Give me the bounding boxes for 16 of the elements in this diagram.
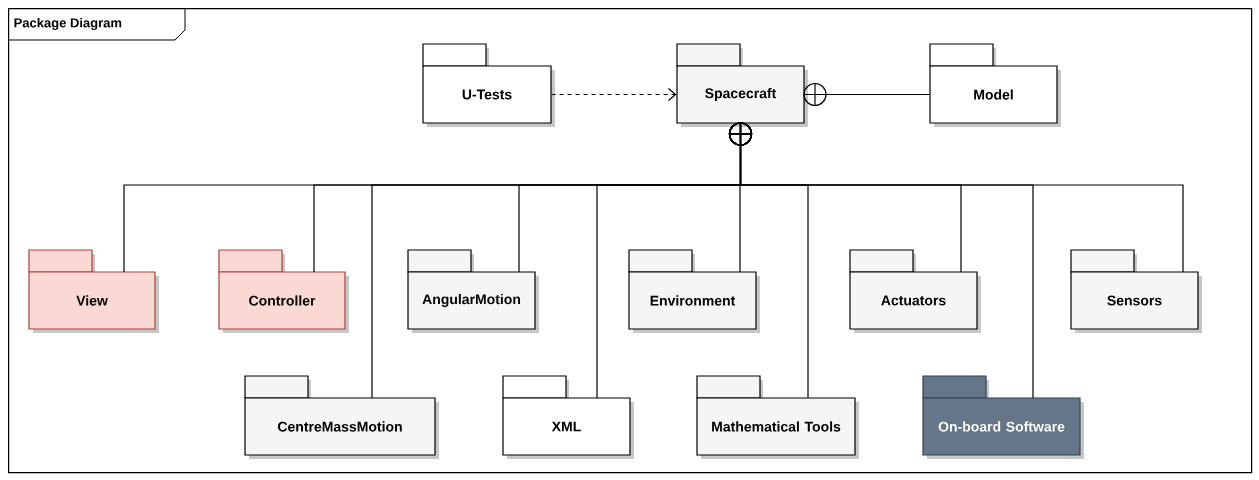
package-box: AngularMotion [407, 249, 539, 333]
package-box: On-board Software [922, 375, 1084, 459]
package-box: Controller [218, 249, 349, 333]
connector [551, 87, 677, 102]
package-box: Actuators [849, 249, 981, 333]
package-box: Sensors [1070, 249, 1202, 333]
package-box: CentreMassMotion [244, 375, 439, 459]
package-box: XML [502, 375, 634, 459]
connector [803, 82, 930, 107]
package-box: Environment [628, 249, 760, 333]
package-box: U-Tests [422, 43, 555, 127]
package-box: View [28, 249, 159, 333]
package-box: Mathematical Tools [696, 375, 859, 459]
package-box: Model [929, 43, 1061, 127]
connector [728, 122, 1184, 273]
package-box: Spacecraft [676, 43, 808, 127]
